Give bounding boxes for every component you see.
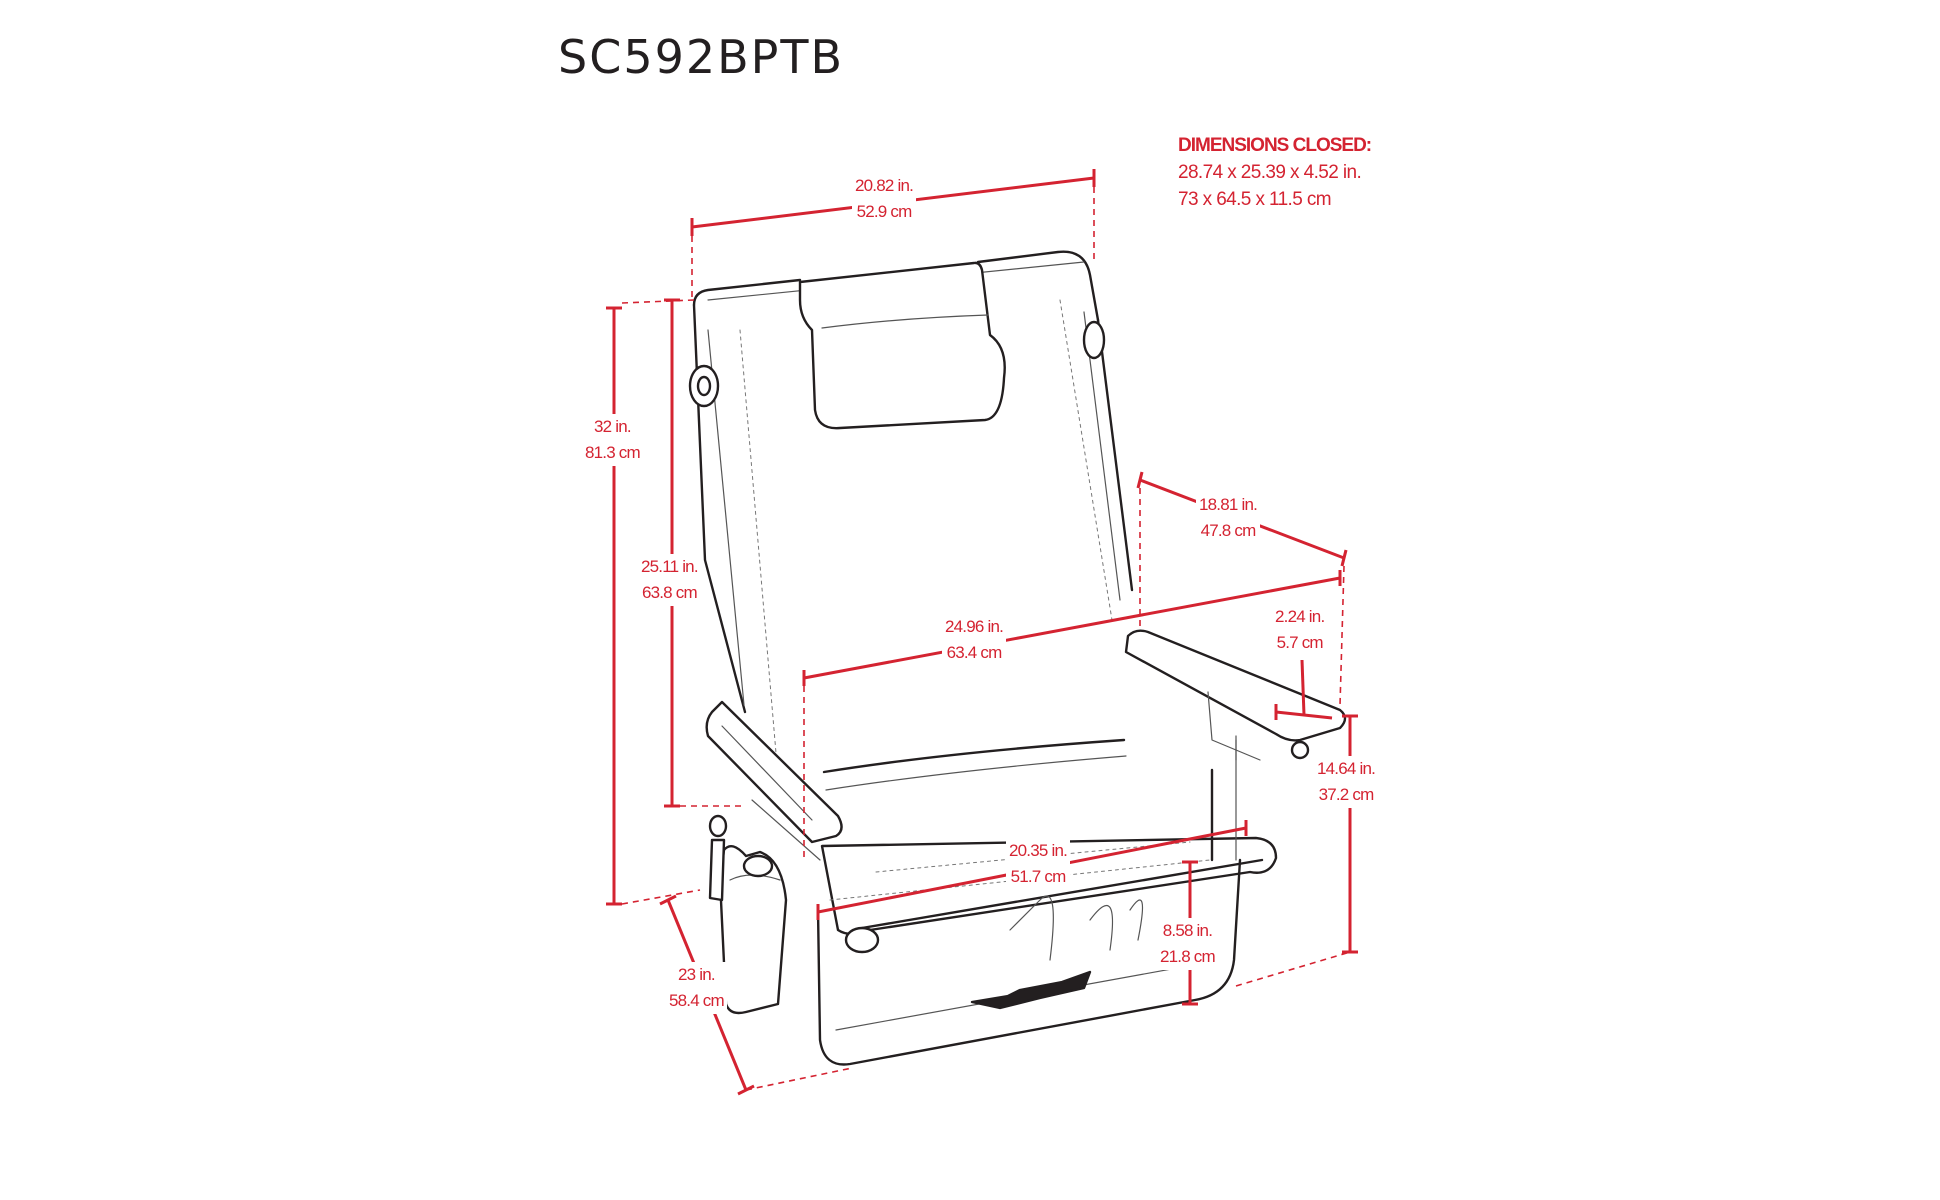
dimension-lines — [606, 169, 1358, 1096]
dim-seat-width-label: 20.35 in. 51.7 cm — [1006, 838, 1071, 890]
closed-dimensions: DIMENSIONS CLOSED: 28.74 x 25.39 x 4.52 … — [1178, 132, 1372, 213]
dim-overall-width-label: 24.96 in. 63.4 cm — [942, 614, 1007, 666]
dim-seat-height-label: 8.58 in. 21.8 cm — [1157, 918, 1218, 970]
dim-back-height-label: 25.11 in. 63.8 cm — [638, 554, 701, 606]
dim-depth-label: 23 in. 58.4 cm — [666, 962, 727, 1014]
dim-line-overall-width — [803, 576, 1341, 680]
dim-overall-height-label: 32 in. 81.3 cm — [582, 414, 643, 466]
dim-armrest-width-label: 2.24 in. 5.7 cm — [1272, 604, 1328, 656]
closed-imperial: 28.74 x 25.39 x 4.52 in. — [1178, 162, 1362, 183]
closed-heading: DIMENSIONS CLOSED: — [1178, 135, 1372, 156]
dim-armrest-length-label: 18.81 in. 47.8 cm — [1196, 492, 1261, 544]
dim-arm-height-label: 14.64 in. 37.2 cm — [1314, 756, 1379, 808]
model-title: SC592BPTB — [558, 30, 845, 84]
closed-metric: 73 x 64.5 x 11.5 cm — [1178, 189, 1332, 210]
chair-illustration — [688, 250, 1347, 1066]
dim-top-width-label: 20.82 in. 52.9 cm — [852, 173, 917, 225]
